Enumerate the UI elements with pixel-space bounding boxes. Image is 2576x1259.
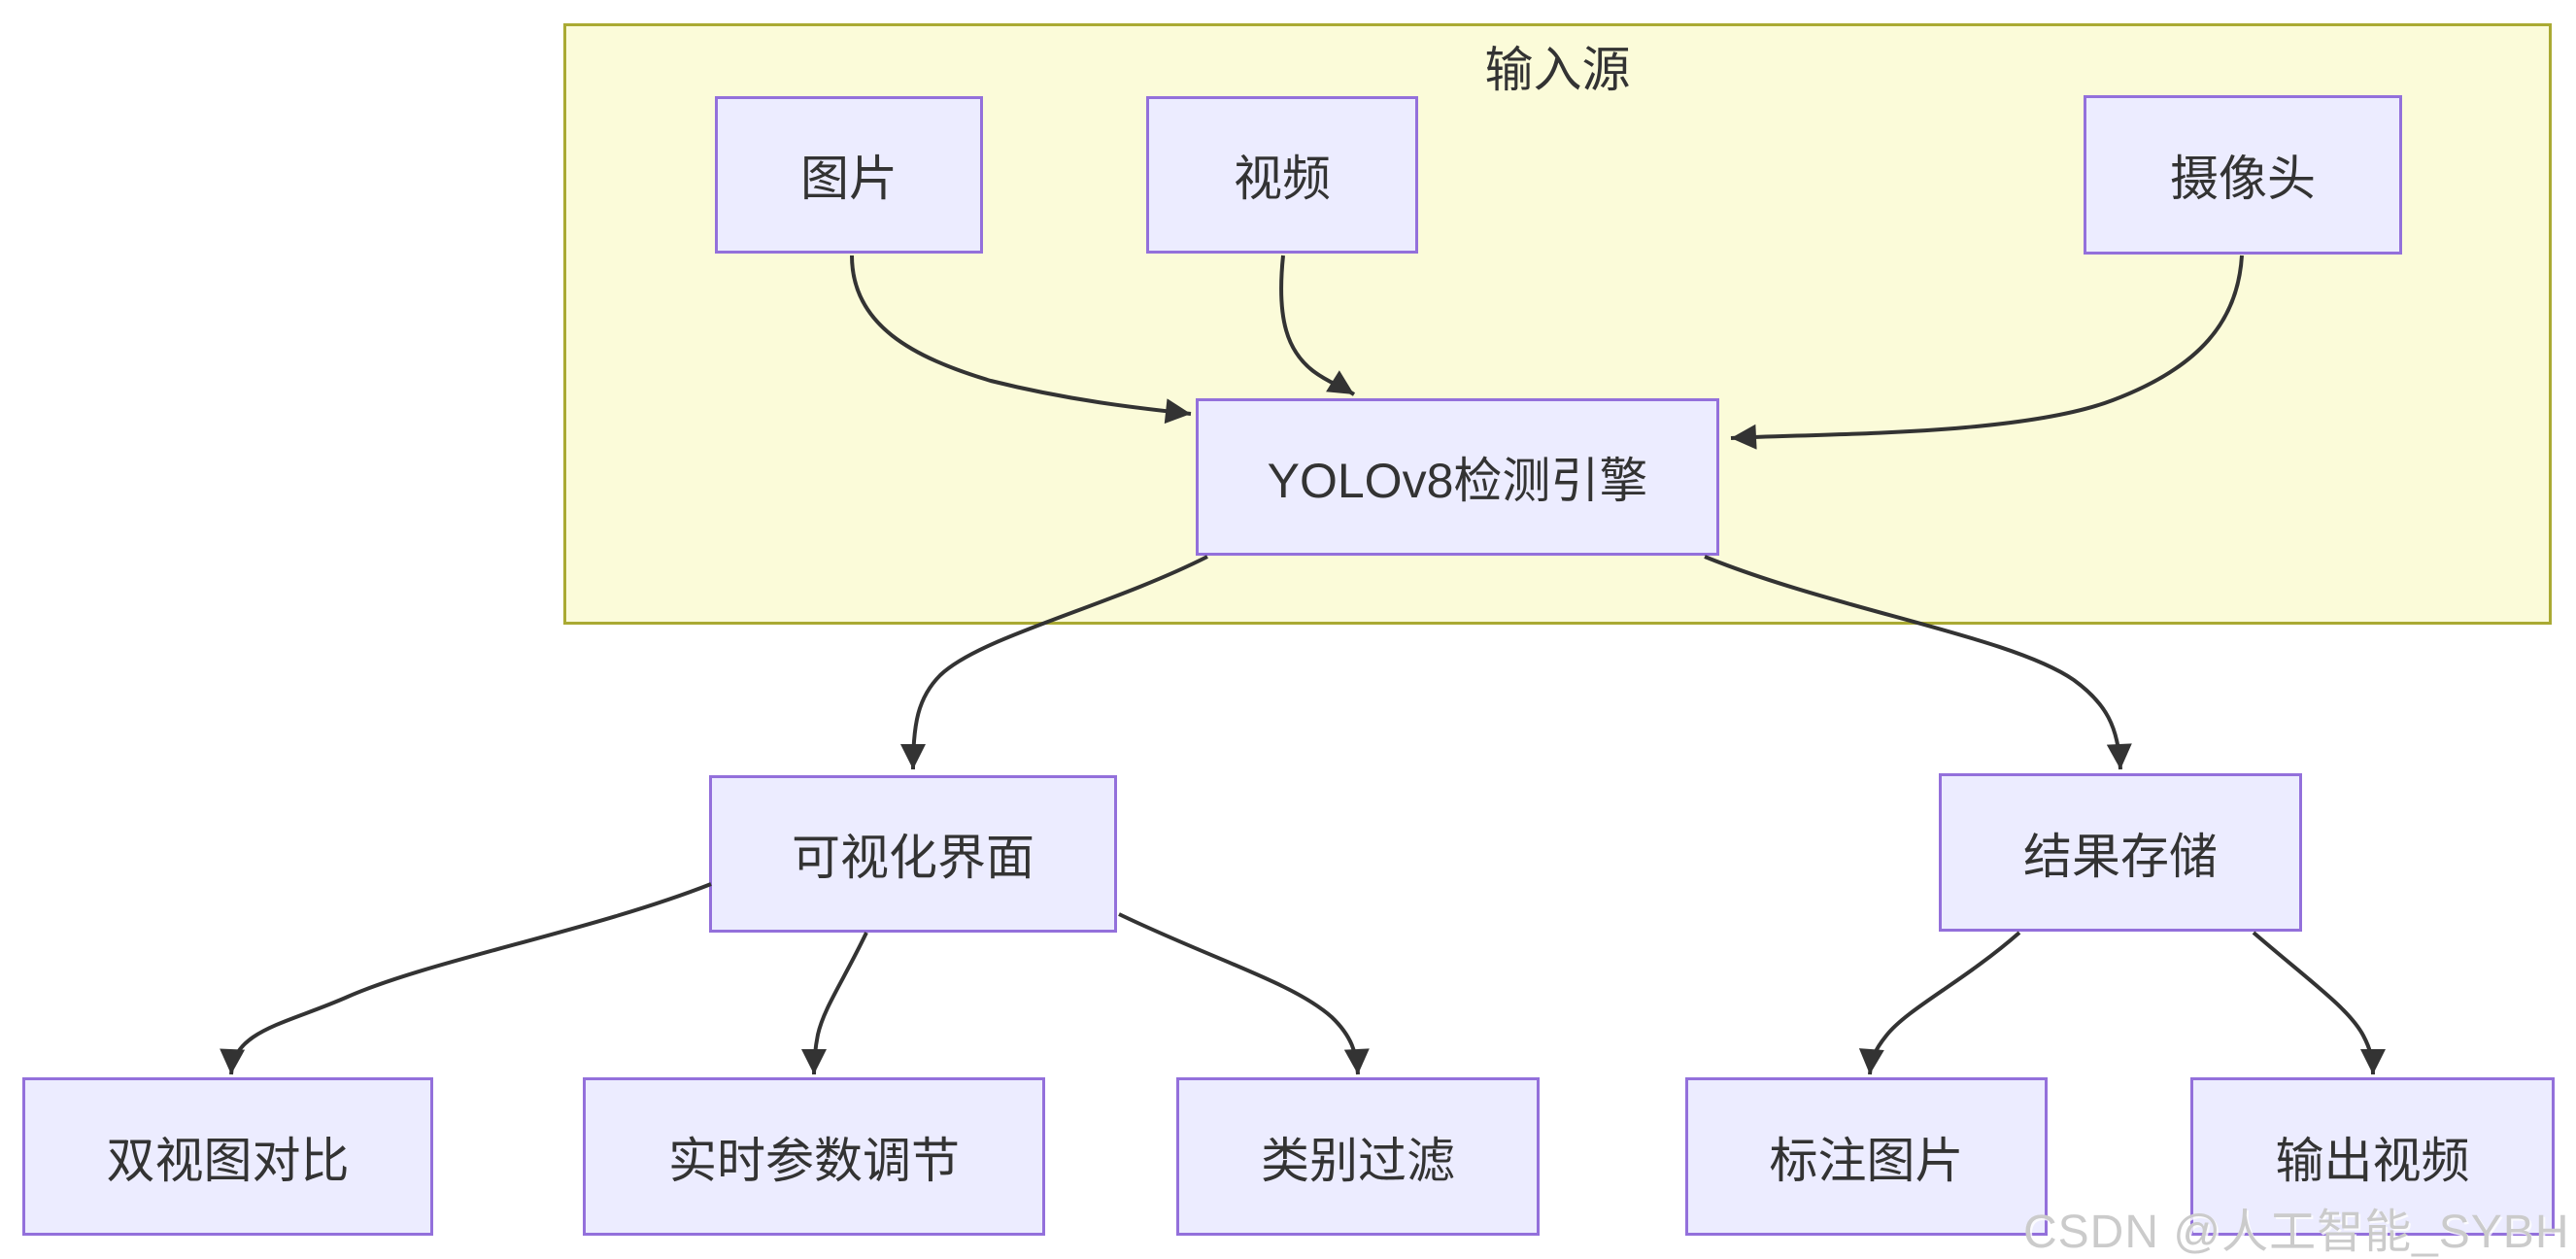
csdn-watermark: CSDN @人工智能_SYBH — [2023, 1207, 2570, 1258]
edge-storage-to-output-video — [2252, 931, 2386, 1075]
node-realtime-param-tuning: 实时参数调节 — [583, 1077, 1045, 1236]
node-class-filter: 类别过滤 — [1176, 1077, 1540, 1236]
node-result-storage: 结果存储 — [1939, 773, 2302, 932]
edge-storage-to-annotated — [1858, 931, 2021, 1075]
cluster-input-source-label: 输入源 — [1484, 43, 1631, 97]
node-output-video: 输出视频 — [2190, 1077, 2555, 1236]
node-annotated-images: 标注图片 — [1685, 1077, 2048, 1236]
node-visualization-ui: 可视化界面 — [709, 775, 1117, 933]
node-video-source: 视频 — [1146, 96, 1418, 254]
node-yolov8-engine: YOLOv8检测引擎 — [1196, 398, 1719, 556]
node-dual-view-compare: 双视图对比 — [22, 1077, 433, 1236]
edge-ui-to-param-tuning — [801, 932, 868, 1075]
node-camera-source: 摄像头 — [2084, 95, 2402, 255]
edge-ui-to-class-filter — [1118, 912, 1370, 1075]
node-image-source: 图片 — [715, 96, 983, 254]
edge-ui-to-dual-view — [220, 882, 712, 1075]
